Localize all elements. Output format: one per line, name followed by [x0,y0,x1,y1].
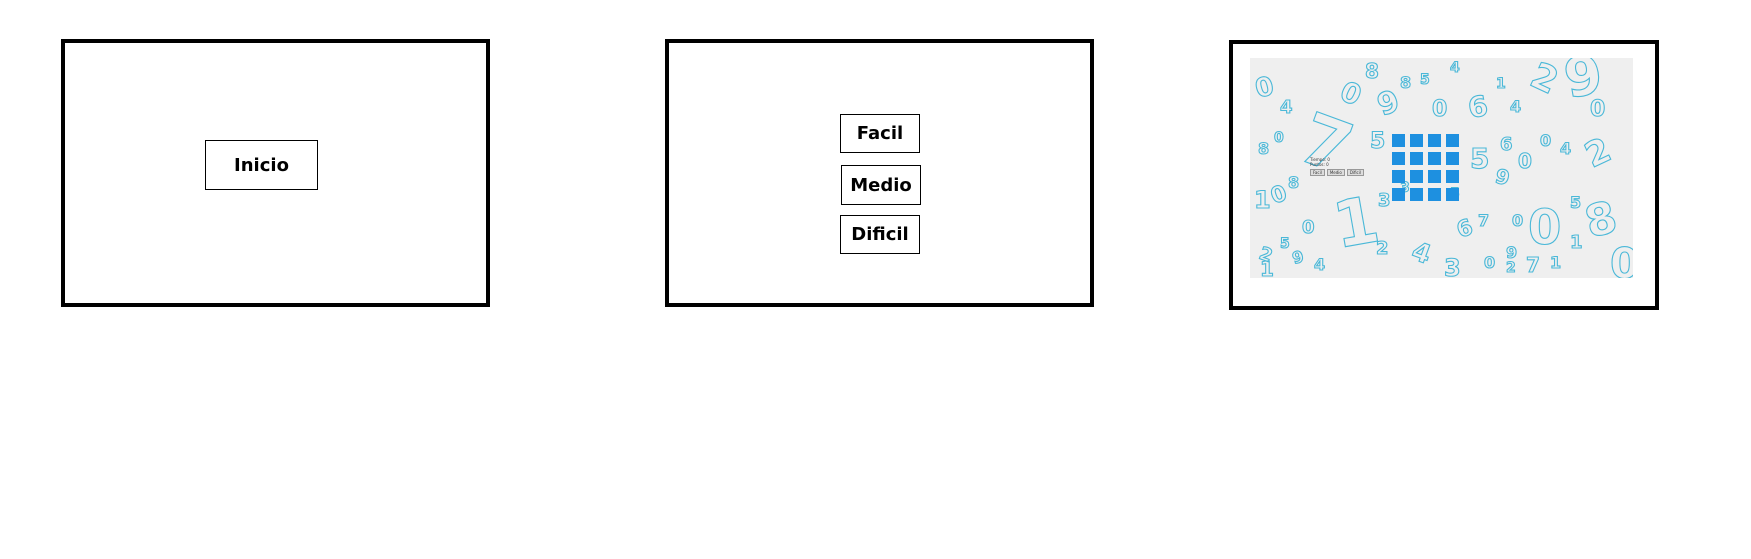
game-screen-frame: 0 4 7 0 8 9 8 5 0 4 6 1 4 2 9 0 8 0 5 5 … [1229,40,1659,310]
medio-button[interactable]: Medio [841,165,921,205]
mini-medio-button[interactable]: Medio [1326,169,1345,176]
svg-text:0: 0 [1302,217,1315,238]
svg-text:8: 8 [1288,173,1299,192]
svg-text:0: 0 [1274,130,1284,146]
svg-text:7: 7 [1478,211,1489,230]
grid-cell[interactable] [1446,188,1459,201]
svg-text:0: 0 [1590,97,1605,122]
start-screen-frame: Inicio [61,39,490,307]
svg-text:2: 2 [1376,238,1389,259]
svg-text:5: 5 [1470,142,1489,175]
facil-button[interactable]: Facil [840,114,920,153]
svg-text:9: 9 [1493,164,1513,191]
svg-text:8: 8 [1400,73,1411,92]
svg-text:1: 1 [1550,253,1561,272]
svg-text:5: 5 [1370,129,1385,154]
svg-text:4: 4 [1450,60,1460,76]
grid-cell[interactable] [1428,188,1441,201]
score-label: Puntos: 0 [1310,162,1329,167]
svg-text:0: 0 [1268,181,1291,210]
svg-text:2: 2 [1524,58,1564,103]
svg-text:9: 9 [1290,247,1306,268]
svg-text:4: 4 [1314,255,1325,274]
svg-text:1: 1 [1254,186,1271,214]
grid-cell[interactable] [1392,170,1405,183]
svg-text:3: 3 [1378,190,1391,211]
level-select-frame: Facil Medio Dificil [665,39,1094,307]
inicio-button[interactable]: Inicio [205,140,318,190]
svg-text:8: 8 [1365,59,1379,83]
svg-text:1: 1 [1260,257,1274,278]
svg-text:0: 0 [1610,239,1633,278]
mini-facil-button[interactable]: Facil [1310,169,1325,176]
svg-text:5: 5 [1280,236,1290,252]
grid-cell[interactable] [1446,170,1459,183]
svg-text:2: 2 [1506,260,1516,276]
svg-text:0: 0 [1512,211,1523,230]
grid-cell[interactable] [1446,134,1459,147]
svg-text:7: 7 [1526,253,1540,277]
grid-cell[interactable] [1428,170,1441,183]
time-label: Tiempo: 0 [1310,157,1330,162]
svg-text:4: 4 [1408,236,1435,270]
grid-cell[interactable] [1428,152,1441,165]
grid-cell[interactable] [1410,170,1423,183]
svg-text:6: 6 [1454,215,1477,244]
svg-text:4: 4 [1510,97,1521,116]
mini-dificil-button[interactable]: Dificil [1346,169,1364,176]
grid-cell[interactable] [1392,152,1405,165]
svg-text:0: 0 [1432,97,1447,122]
grid-cell[interactable] [1392,134,1405,147]
grid-cell[interactable] [1410,152,1423,165]
dificil-button[interactable]: Dificil [840,215,920,254]
svg-text:5: 5 [1420,72,1430,88]
svg-text:0: 0 [1528,200,1561,256]
game-info-panel: Tiempo: 0 Puntos: 0 Facil Medio Dificil [1310,157,1366,183]
svg-text:6: 6 [1500,134,1513,155]
svg-text:1: 1 [1496,76,1506,92]
svg-text:2: 2 [1579,130,1617,176]
svg-text:0: 0 [1252,71,1277,105]
grid-cell[interactable] [1428,134,1441,147]
svg-text:6: 6 [1465,89,1490,125]
svg-text:5: 5 [1570,193,1581,212]
mini-level-buttons: Facil Medio Dificil [1310,169,1366,176]
svg-text:4: 4 [1560,139,1571,158]
svg-text:0: 0 [1518,149,1532,173]
svg-text:8: 8 [1258,139,1269,158]
svg-text:3: 3 [1444,254,1461,278]
grid-cell[interactable] [1446,152,1459,165]
game-grid [1392,134,1459,201]
grid-cell[interactable] [1392,188,1405,201]
grid-cell[interactable] [1410,188,1423,201]
svg-text:0: 0 [1484,253,1495,272]
svg-text:0: 0 [1540,131,1551,150]
svg-text:4: 4 [1280,97,1293,118]
svg-text:1: 1 [1570,232,1583,253]
grid-cell[interactable] [1410,134,1423,147]
svg-text:9: 9 [1506,243,1517,262]
game-screen: 0 4 7 0 8 9 8 5 0 4 6 1 4 2 9 0 8 0 5 5 … [1250,58,1633,278]
